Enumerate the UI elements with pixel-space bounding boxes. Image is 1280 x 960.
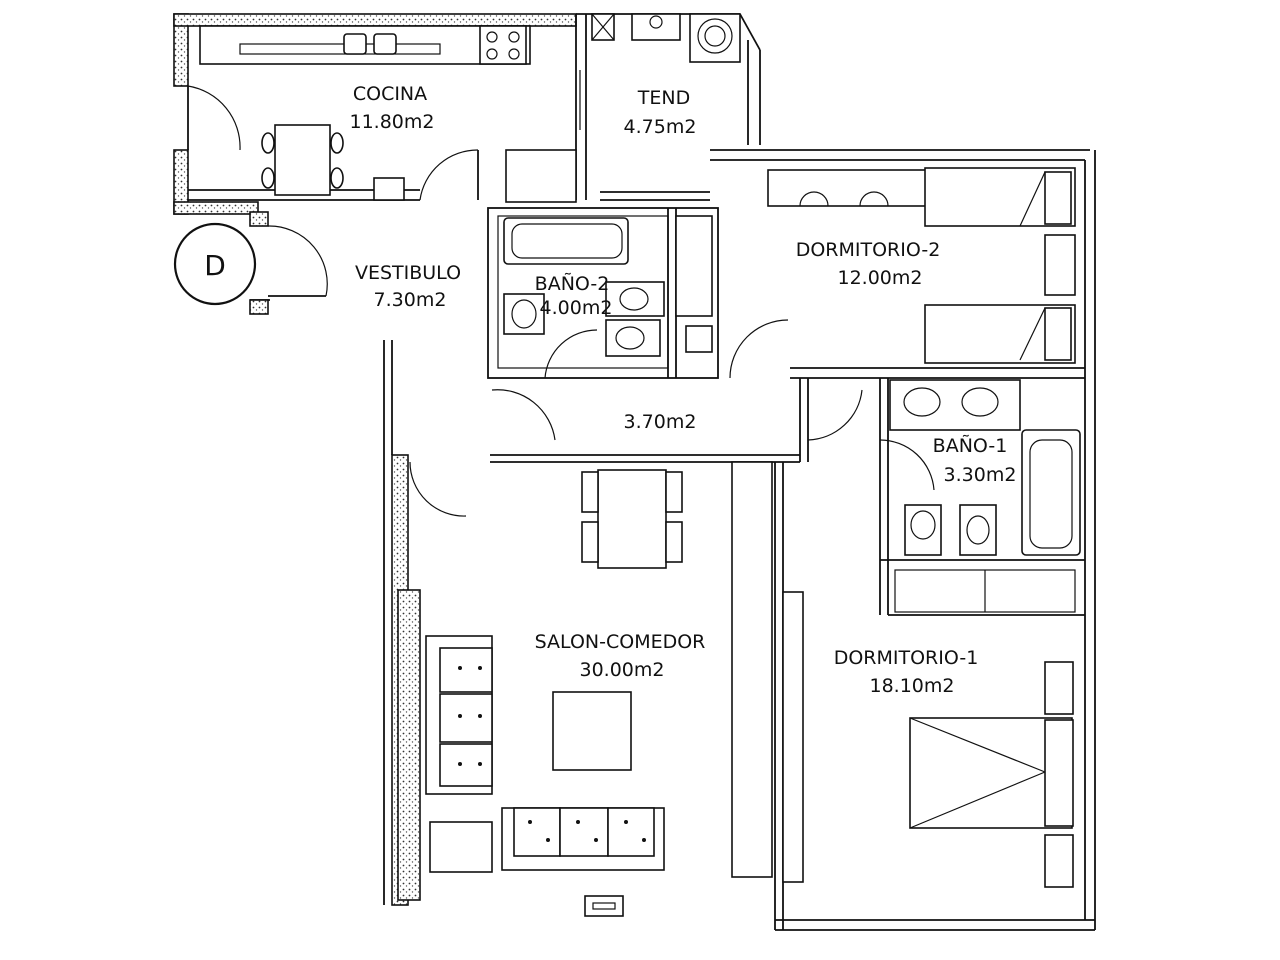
dormitorio-2-furniture	[767, 167, 1076, 364]
room-area-cocina: 11.80m2	[350, 111, 435, 133]
room-name-bano-1: BAÑO-1	[933, 434, 1008, 457]
room-area-dormitorio-1: 18.10m2	[870, 675, 955, 697]
unit-badge: D	[173, 222, 257, 306]
tend-fixtures	[591, 13, 741, 63]
room-area-salon: 30.00m2	[580, 659, 665, 681]
room-name-dormitorio-1: DORMITORIO-1	[834, 647, 979, 669]
room-name-tend: TEND	[637, 87, 690, 109]
bano-1-fixtures	[889, 379, 1081, 556]
bano-2-fixtures	[503, 215, 713, 357]
room-area-pasillo: 3.70m2	[624, 411, 697, 433]
room-area-tend: 4.75m2	[624, 116, 697, 138]
kitchen-fixtures	[261, 25, 577, 203]
room-area-dormitorio-2: 12.00m2	[838, 267, 923, 289]
doors	[187, 70, 935, 517]
room-name-cocina: COCINA	[353, 83, 427, 105]
unit-badge-circle	[173, 222, 257, 306]
room-area-bano-2: 4.00m2	[540, 297, 613, 319]
dormitorio-1-furniture	[782, 591, 1074, 888]
room-name-vestibulo: VESTIBULO	[355, 262, 461, 284]
room-name-bano-2: BAÑO-2	[535, 272, 610, 295]
room-labels: COCINA 11.80m2 TEND 4.75m2 VESTIBULO 7.3…	[350, 83, 1017, 697]
room-name-salon: SALON-COMEDOR	[535, 631, 706, 653]
unit-letter: D	[204, 249, 226, 282]
exterior-walls	[173, 13, 577, 906]
salon-furniture	[425, 469, 683, 917]
room-area-bano-1: 3.30m2	[944, 464, 1017, 486]
room-name-dormitorio-2: DORMITORIO-2	[796, 239, 941, 261]
room-area-vestibulo: 7.30m2	[374, 289, 447, 311]
